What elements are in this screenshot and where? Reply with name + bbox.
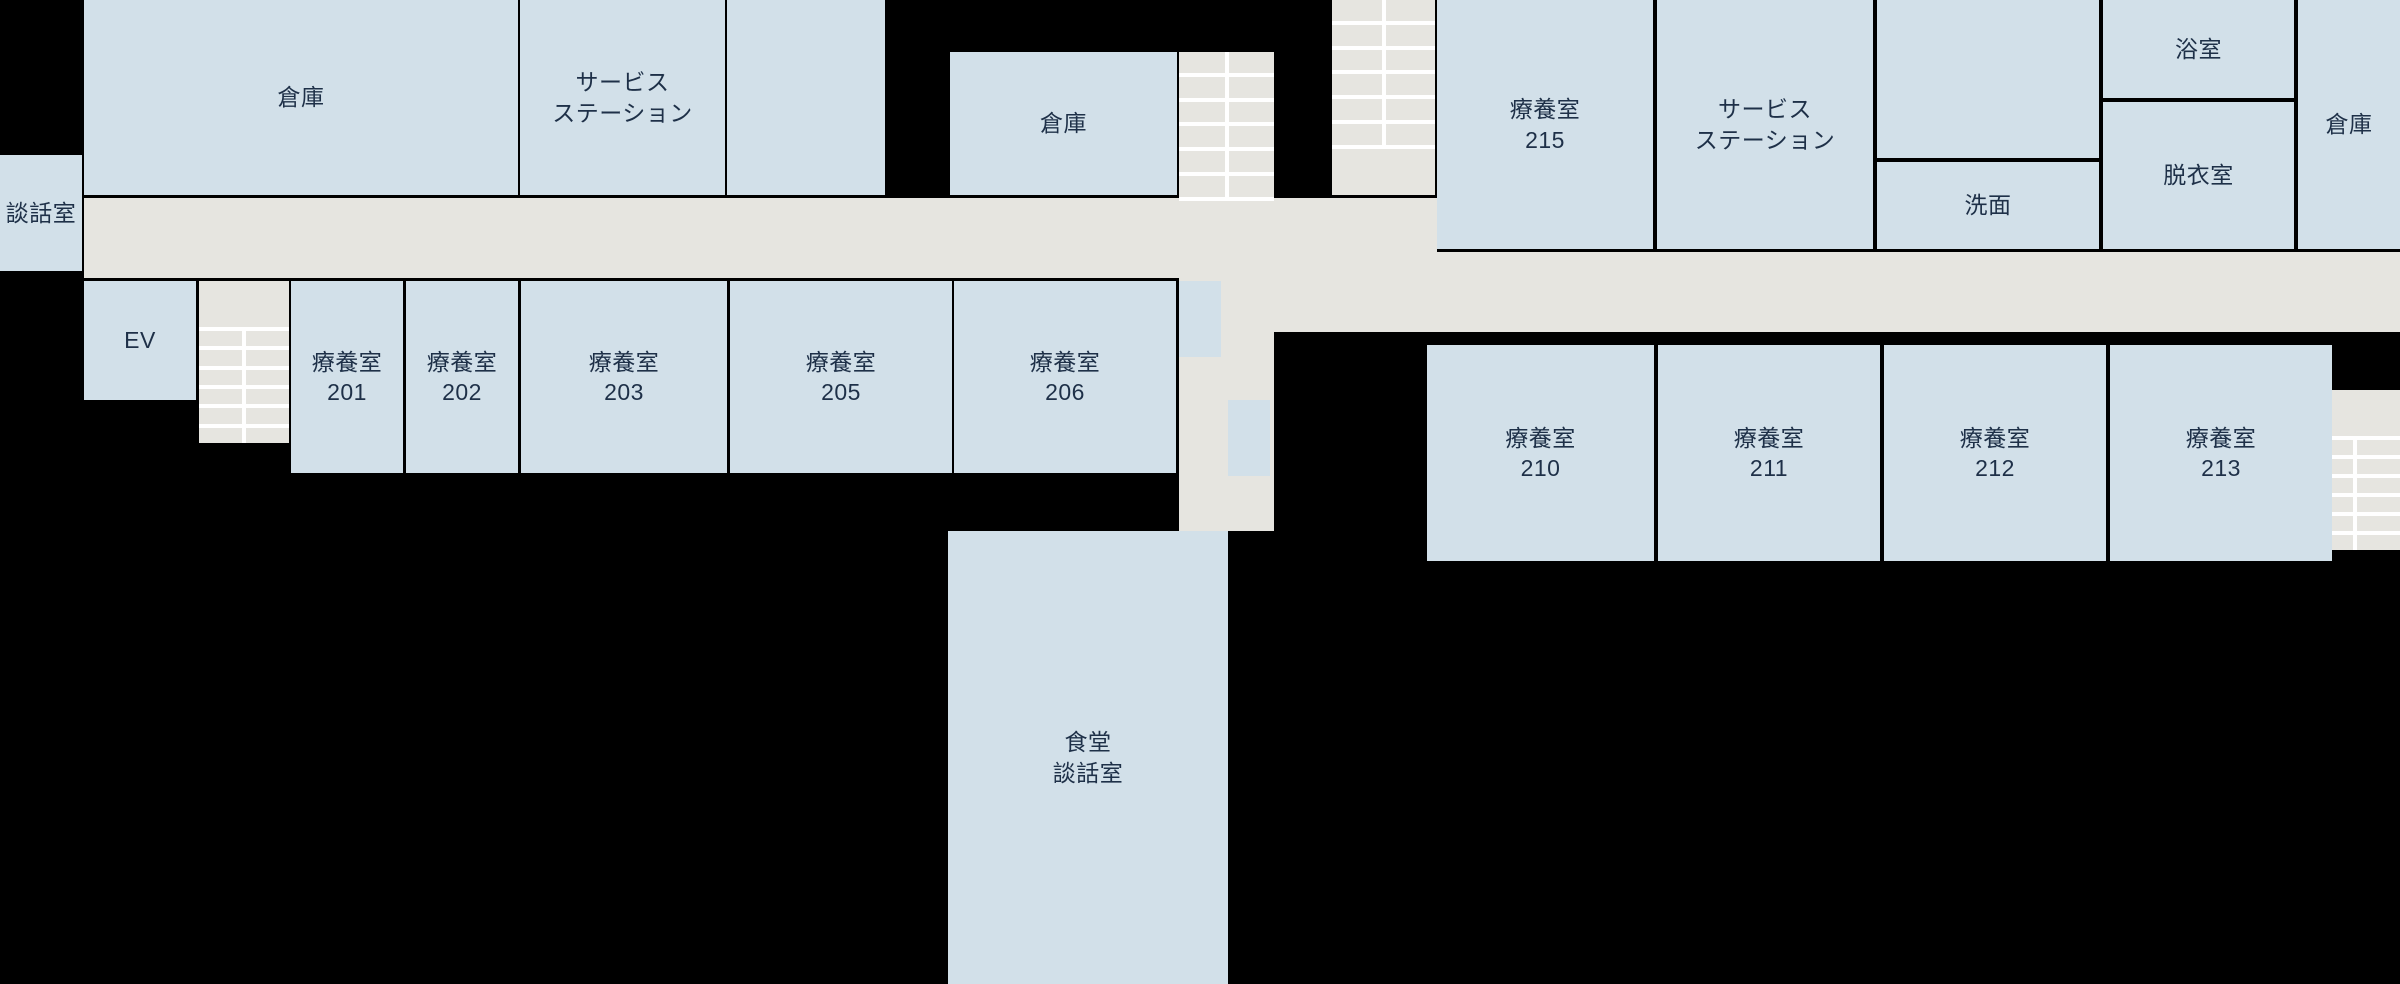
room-label: 療養室 212 <box>1959 424 2031 481</box>
stair-tread <box>199 350 242 366</box>
stair-landing <box>199 281 289 327</box>
stair-tread <box>1228 126 1274 148</box>
room-label: 療養室 211 <box>1733 424 1805 481</box>
room-label: 療養室 215 <box>1509 96 1581 153</box>
stair-tread <box>2357 459 2400 474</box>
room-label: 療養室 206 <box>1029 348 1101 405</box>
stair-tread <box>1228 101 1274 123</box>
stair-tread <box>2357 535 2400 550</box>
stair-tread <box>1228 76 1274 98</box>
room-ryoyoshitsu-210[interactable]: 療養室 210 <box>1427 345 1654 561</box>
room-ryoyoshitsu-201[interactable]: 療養室 201 <box>291 281 403 473</box>
room-senmen[interactable]: 洗面 <box>1877 162 2099 249</box>
stair-landing <box>1332 148 1435 195</box>
stair-tread <box>2357 478 2400 493</box>
room-ryoyoshitsu-202[interactable]: 療養室 202 <box>406 281 518 473</box>
corridor-vertical <box>1179 198 1274 531</box>
stair-tread <box>1332 74 1382 96</box>
room-datsuishitsu[interactable]: 脱衣室 <box>2103 102 2294 249</box>
stair-tread <box>246 369 289 385</box>
stair-tread <box>246 427 289 443</box>
room-yokushitsu[interactable]: 浴室 <box>2103 0 2294 98</box>
stairs-top-right-icon <box>1332 0 1435 195</box>
room-label: 療養室 210 <box>1505 424 1576 481</box>
room-unlabeled-top-right[interactable] <box>1877 0 2099 158</box>
room-service-station-left[interactable]: サービス ステーション <box>520 0 725 195</box>
room-label: 療養室 205 <box>805 348 877 405</box>
room-ryoyoshitsu-203[interactable]: 療養室 203 <box>521 281 727 473</box>
room-danwashitsu-left[interactable]: 談話室 <box>0 155 82 271</box>
stairs-top-center-icon <box>1179 52 1274 247</box>
stair-tread <box>1385 124 1435 145</box>
room-souko-center[interactable]: 倉庫 <box>950 52 1177 195</box>
stair-tread <box>1385 49 1435 71</box>
room-label: 脱衣室 <box>2163 162 2234 189</box>
stair-tread <box>246 388 289 405</box>
room-souko-left[interactable]: 倉庫 <box>84 0 518 195</box>
stair-tread <box>1179 176 1225 197</box>
stair-tread <box>199 408 242 424</box>
stair-landing <box>1179 200 1274 247</box>
stair-tread <box>199 388 242 405</box>
stair-tread <box>1179 52 1225 73</box>
stair-tread <box>1228 52 1274 73</box>
room-ryoyoshitsu-211[interactable]: 療養室 211 <box>1658 345 1880 561</box>
stair-tread <box>1385 99 1435 121</box>
stair-tread <box>1179 101 1225 123</box>
stair-tread <box>199 427 242 443</box>
stair-tread <box>2357 516 2400 531</box>
room-label: EV <box>124 327 156 354</box>
stair-tread <box>1332 49 1382 71</box>
room-label: 療養室 202 <box>426 348 498 405</box>
room-label: 倉庫 <box>2325 111 2373 138</box>
stair-tread <box>246 408 289 424</box>
stair-tread <box>1385 24 1435 46</box>
room-ryoyoshitsu-215[interactable]: 療養室 215 <box>1437 0 1653 249</box>
corridor-right-stub <box>1274 198 1437 332</box>
room-ryoyoshitsu-206[interactable]: 療養室 206 <box>954 281 1176 473</box>
stair-tread <box>199 331 242 347</box>
room-souko-right[interactable]: 倉庫 <box>2298 0 2400 249</box>
corridor-main-right <box>1274 252 2400 332</box>
stair-tread <box>1179 76 1225 98</box>
stair-tread <box>1332 24 1382 46</box>
stair-tread <box>1332 99 1382 121</box>
stair-tread <box>1179 151 1225 173</box>
room-label: 療養室 213 <box>2185 424 2257 481</box>
stair-tread <box>2357 497 2400 512</box>
room-label: サービス ステーション <box>1694 96 1836 153</box>
corridor-junction <box>948 198 1221 278</box>
room-label: 浴室 <box>2175 35 2222 62</box>
stair-tread <box>1332 0 1382 21</box>
room-unlabeled-top-left[interactable] <box>727 0 885 195</box>
room-ryoyoshitsu-212[interactable]: 療養室 212 <box>1884 345 2106 561</box>
stair-tread <box>1228 151 1274 173</box>
stair-tread <box>1179 126 1225 148</box>
stair-tread <box>246 350 289 366</box>
room-label: 療養室 203 <box>588 348 660 405</box>
stair-tread <box>1332 124 1382 145</box>
room-service-station-right[interactable]: サービス ステーション <box>1657 0 1873 249</box>
room-ryoyoshitsu-205[interactable]: 療養室 205 <box>730 281 952 473</box>
room-label: 倉庫 <box>277 84 325 111</box>
room-shokudo-danwashitsu[interactable]: 食堂 談話室 <box>948 531 1228 984</box>
room-label: 洗面 <box>1964 192 2012 219</box>
room-label: 談話室 <box>5 199 77 226</box>
stair-tread <box>1385 74 1435 96</box>
room-small-room-lower[interactable] <box>1228 400 1270 476</box>
room-label: 倉庫 <box>1040 110 1087 137</box>
room-ev[interactable]: EV <box>84 281 196 400</box>
room-label: 食堂 談話室 <box>1052 729 1124 786</box>
room-ryoyoshitsu-213[interactable]: 療養室 213 <box>2110 345 2332 561</box>
stairs-left-icon <box>199 281 289 443</box>
stair-tread <box>2357 440 2400 455</box>
stair-tread <box>1385 0 1435 21</box>
room-label: 療養室 201 <box>311 348 383 405</box>
stair-tread <box>1228 176 1274 197</box>
stair-tread <box>246 331 289 347</box>
stair-tread <box>199 369 242 385</box>
room-small-room-upper[interactable] <box>1179 281 1221 357</box>
room-label: サービス ステーション <box>552 69 693 126</box>
